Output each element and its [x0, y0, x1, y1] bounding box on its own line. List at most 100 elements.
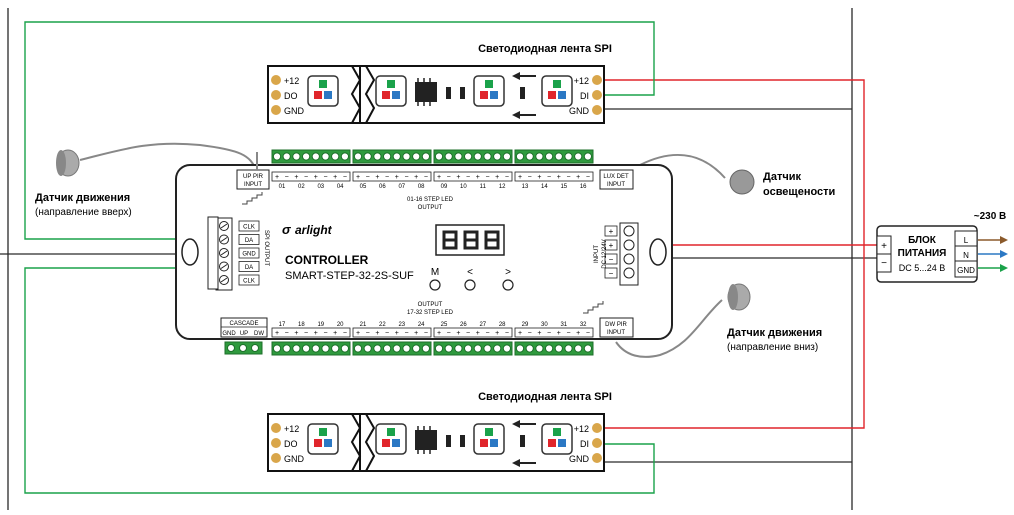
bottom-polarity: −	[566, 330, 570, 337]
bottom-screw	[421, 344, 430, 353]
bottom-screw	[535, 344, 544, 353]
top-sign-box	[514, 171, 594, 182]
bottom-polarity: +	[437, 330, 441, 337]
cascade-connector: CASCADE GND UP DW	[220, 317, 268, 355]
mains-label: ~230 В	[974, 211, 1007, 222]
top-polarity: −	[547, 174, 551, 181]
top-screw	[515, 152, 525, 161]
strip-top-title: Светодиодная лента SPI	[478, 43, 612, 55]
strip-bottom-title: Светодиодная лента SPI	[478, 391, 612, 403]
top-screw	[421, 152, 430, 161]
motion-down-subtitle: (направление вниз)	[727, 342, 818, 353]
top-screw	[493, 152, 502, 161]
top-output-label: 16	[580, 184, 587, 190]
top-polarity: +	[333, 174, 337, 181]
bottom-sign-box	[352, 327, 432, 338]
bottom-polarity: −	[466, 330, 470, 337]
button-next-label: >	[505, 267, 511, 278]
strip-bottom-leds	[307, 423, 573, 455]
psu-plus: +	[881, 241, 887, 252]
cascade-pin-dw: DW	[254, 331, 264, 337]
top-screw	[525, 152, 534, 161]
top-polarity: +	[437, 174, 441, 181]
arlight-logo: σ arlight	[282, 222, 333, 237]
bottom-screw	[373, 344, 382, 353]
top-screw	[311, 152, 320, 161]
top-polarity: −	[447, 174, 451, 181]
data-wires-green	[24, 21, 655, 494]
bottom-screw	[444, 344, 453, 353]
spi-pin-label: CLK	[243, 279, 255, 285]
seven-segment-display	[435, 224, 505, 256]
psu-minus: −	[881, 258, 887, 269]
stairs-up-icon	[242, 192, 263, 205]
top-screw	[383, 152, 392, 161]
spi-pin-box	[238, 234, 260, 245]
bottom-screw	[311, 344, 320, 353]
cascade-pin-up: UP	[240, 331, 248, 337]
bottom-screw	[545, 344, 554, 353]
controller-buttons: M < >	[429, 267, 514, 291]
bottom-output-label: 29	[522, 322, 529, 328]
button-next[interactable]	[502, 279, 514, 291]
motion-sensor-up: Датчик движения (направление вверх)	[35, 142, 257, 218]
motion-down-title: Датчик движения	[727, 327, 822, 339]
psu-title-2: ПИТАНИЯ	[898, 248, 947, 259]
top-output-label: 14	[541, 184, 548, 190]
svg-text:σ: σ	[282, 222, 292, 237]
top-output-label: 13	[522, 184, 529, 190]
top-polarity: +	[557, 174, 561, 181]
bottom-screw	[321, 344, 330, 353]
top-screw	[340, 152, 349, 161]
psu-title-1: БЛОК	[908, 235, 937, 246]
top-polarity: +	[395, 174, 399, 181]
dw-pir-line-2: INPUT	[607, 330, 625, 336]
bottom-output-label: 22	[379, 322, 386, 328]
top-screw	[392, 152, 401, 161]
bottom-polarity: −	[447, 330, 451, 337]
motion-sensor-down: Датчик движения (направление вниз)	[615, 283, 822, 358]
top-output-label: 06	[379, 184, 386, 190]
bottom-polarity: −	[285, 330, 289, 337]
button-prev[interactable]	[464, 279, 476, 291]
strip-bottom-chip	[415, 426, 525, 454]
top-output-label: 15	[560, 184, 567, 190]
top-polarity: −	[304, 174, 308, 181]
bottom-polarity: +	[557, 330, 561, 337]
top-sign-box	[433, 171, 513, 182]
top-polarity: −	[528, 174, 532, 181]
bottom-output-label: 18	[298, 322, 305, 328]
strip-bottom-left-pin-1: +12	[284, 424, 299, 434]
output-top-word: OUTPUT	[418, 205, 443, 211]
bottom-polarity: −	[343, 330, 347, 337]
bottom-polarity: −	[505, 330, 509, 337]
button-prev-label: <	[467, 267, 473, 278]
button-m[interactable]	[429, 279, 441, 291]
top-output-label: 12	[499, 184, 506, 190]
bottom-polarity: −	[404, 330, 408, 337]
top-polarity: −	[505, 174, 509, 181]
top-output-label: 11	[480, 184, 487, 190]
top-polarity: +	[495, 174, 499, 181]
top-polarity: +	[456, 174, 460, 181]
power-pin-label: −	[609, 269, 614, 278]
bottom-terminal-4	[514, 341, 594, 356]
top-polarity: +	[537, 174, 541, 181]
bottom-output-label: 32	[580, 322, 587, 328]
bottom-screw	[515, 344, 525, 353]
power-pin-box	[604, 239, 618, 251]
spi-pin-label: GND	[242, 252, 256, 258]
top-polarity: +	[314, 174, 318, 181]
bottom-output-label: 17	[279, 322, 286, 328]
bottom-screw	[554, 344, 563, 353]
bottom-screw	[353, 344, 363, 353]
top-polarity: +	[414, 174, 418, 181]
bottom-output-label: 27	[479, 322, 486, 328]
bottom-output-label: 20	[337, 322, 344, 328]
spi-output-label: SPI OUTPUT	[263, 230, 269, 266]
top-polarity: +	[294, 174, 298, 181]
bottom-screw	[402, 344, 411, 353]
mains-wires	[978, 236, 1008, 272]
